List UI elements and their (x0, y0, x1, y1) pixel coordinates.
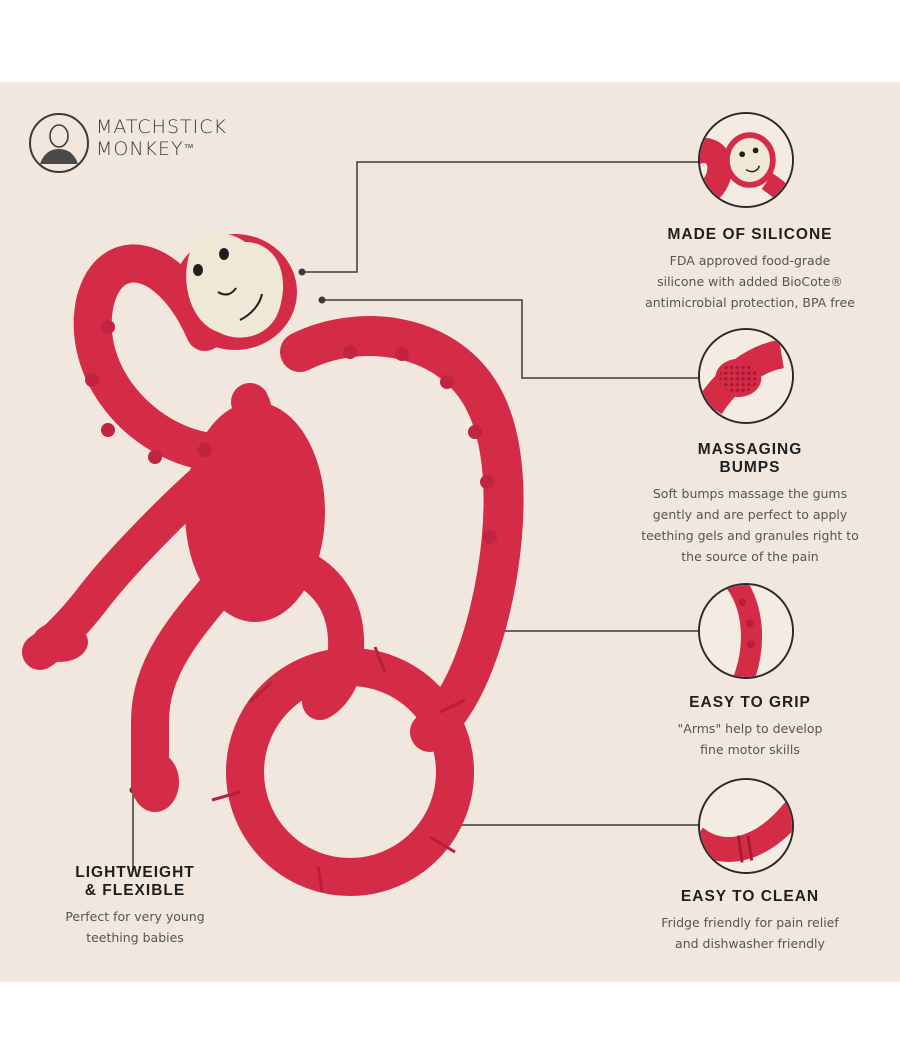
monkey-teether (22, 233, 524, 896)
ring-closeup-icon (698, 778, 794, 874)
brand-wordmark: MATCHSTICK MONKEY™ (96, 116, 227, 160)
brand-line2: MONKEY (96, 138, 184, 160)
feature-clean-title: EASY TO CLEAN (680, 888, 820, 905)
feature-lightweight-text: Perfect for very young teething babies (65, 909, 205, 945)
feature-clean: EASY TO CLEAN Fridge friendly for pain r… (620, 888, 880, 954)
feature-bumps-title-line1: MASSAGING (697, 441, 803, 458)
founder-portrait-icon (29, 113, 89, 173)
feature-grip: EASY TO GRIP "Arms" help to develop fine… (620, 694, 880, 760)
feature-clean-text: Fridge friendly for pain relief and dish… (661, 915, 839, 951)
feature-bumps-title-line2: BUMPS (719, 459, 781, 476)
feature-lightweight-title-line2: & FLEXIBLE (84, 882, 186, 899)
monkey-face-closeup-icon (698, 112, 794, 208)
brand-trademark: ™ (183, 143, 195, 154)
feature-lightweight-title-line1: LIGHTWEIGHT (75, 864, 195, 881)
feature-silicone-text: FDA approved food-grade silicone with ad… (645, 253, 855, 310)
feature-grip-title: EASY TO GRIP (689, 694, 811, 711)
feature-lightweight: LIGHTWEIGHT & FLEXIBLE Perfect for very … (20, 864, 250, 948)
feature-silicone: MADE OF SILICONE FDA approved food-grade… (620, 226, 880, 313)
callout-lines (132, 161, 700, 872)
feature-silicone-title: MADE OF SILICONE (667, 226, 833, 243)
brand-logo: MATCHSTICK MONKEY™ (28, 112, 258, 182)
feature-grip-text: "Arms" help to develop fine motor skills (677, 721, 823, 757)
product-infographic: MATCHSTICK MONKEY™ (0, 82, 900, 982)
monkey-teether-illustration (22, 161, 700, 896)
brand-line1: MATCHSTICK (96, 116, 227, 138)
feature-bumps-text: Soft bumps massage the gums gently and a… (641, 486, 859, 564)
feature-bumps: MASSAGING BUMPS Soft bumps massage the g… (620, 441, 880, 567)
arm-closeup-icon (698, 583, 794, 679)
textured-bumps-closeup-icon (698, 328, 794, 424)
